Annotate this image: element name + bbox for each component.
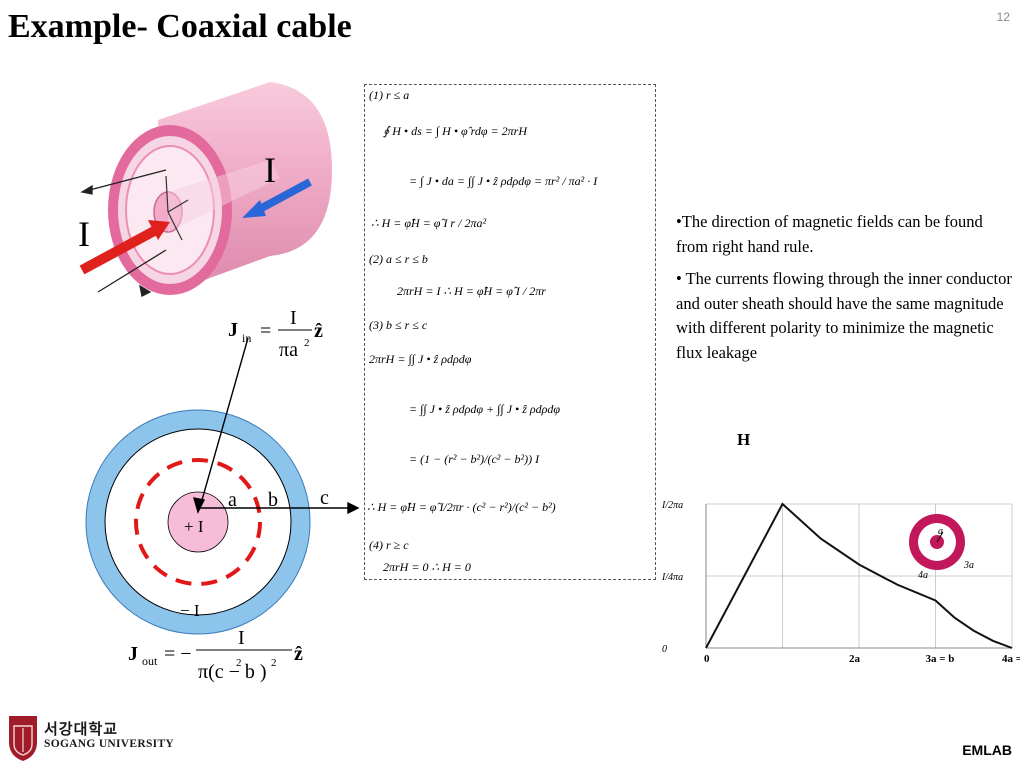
j-out-exponent-b: 2	[271, 657, 277, 669]
j-out-symbol: J	[128, 643, 138, 665]
derivation-equations: (1) r ≤ a ∮ H • ds = ∫ H • φ̂ rdφ = 2πrH…	[367, 88, 598, 574]
bullet-item: •The direction of magnetic fields can be…	[676, 212, 983, 256]
radius-arrows	[193, 337, 360, 515]
case1-heading: (1) r ≤ a	[369, 88, 409, 102]
j-in-zhat: ẑ	[314, 320, 323, 342]
y-tick-label: I/2πa	[661, 500, 683, 511]
current-arrow-blue	[242, 178, 312, 218]
case3-line2: = ∫∫ J • ẑ ρdρdφ + ∫∫ J • ẑ ρdρdφ	[409, 402, 560, 416]
j-out-equals: = −	[164, 643, 192, 665]
case1-line2: = ∫ J • da = ∫∫ J • ẑ ρdρdφ = πr² / πa² …	[409, 174, 598, 188]
current-arrow-red	[79, 220, 170, 275]
j-in-symbol: J	[228, 319, 238, 341]
h-field-chart: 0 2a 3a = b 4a = c 0 I/4πa I/2πa a 3a 4a	[661, 500, 1020, 665]
case2-line: 2πrH = I ∴ H = φ̂H = φ̂ I / 2πr	[397, 284, 546, 298]
inset-label-3a: 3a	[963, 560, 974, 571]
footer-lab-name: EMLAB	[962, 742, 1012, 758]
current-label-right: I	[264, 150, 276, 190]
j-in-formula: J in = I πa 2 ẑ	[228, 307, 323, 361]
j-out-formula: J out = − I π(c − b ) 2 2 ẑ	[128, 627, 303, 683]
j-out-numerator: I	[238, 627, 245, 649]
j-in-numerator: I	[290, 307, 297, 329]
label-plus-i: + I	[184, 517, 204, 536]
coax-cable-illustration: I I	[78, 82, 332, 297]
y-tick-label: 0	[662, 644, 667, 655]
chart-x-ticks: 0 2a 3a = b 4a = c	[704, 653, 1020, 665]
chart-axes	[705, 504, 1012, 649]
case4-line: 2πrH = 0 ∴ H = 0	[383, 560, 471, 574]
x-tick-label: 3a = b	[926, 653, 955, 665]
cross-section-diagram: J in = I πa 2 ẑ a b c + I − I J out = − …	[85, 307, 360, 683]
j-out-zhat: ẑ	[294, 643, 303, 665]
inset-label-a: a	[938, 526, 943, 537]
j-in-exponent: 2	[304, 337, 310, 349]
h-field-label: H	[737, 430, 751, 449]
x-tick-label: 2a	[849, 653, 861, 665]
label-minus-i: − I	[180, 601, 200, 620]
bullet-item: • The currents flowing through the inner…	[676, 269, 1012, 362]
case3-heading: (3) b ≤ r ≤ c	[369, 318, 428, 332]
chart-inset-coax: a 3a 4a	[909, 514, 974, 581]
x-tick-label: 4a = c	[1002, 653, 1020, 665]
h-field-curve	[705, 502, 1013, 649]
cable-body	[108, 82, 332, 295]
label-b: b	[268, 489, 278, 511]
case3-result: ∴ H = φ̂H = φ̂ I/2πr · (c² − r²)/(c² − b…	[367, 500, 556, 514]
label-c: c	[320, 487, 329, 509]
case3-line3: = (1 − (r² − b²)/(c² − b²)) I	[409, 452, 540, 466]
j-out-subscript: out	[142, 654, 158, 668]
cable-ends-arrows	[80, 169, 167, 297]
inner-conductor	[167, 491, 229, 553]
bullet-list: •The direction of magnetic fields can be…	[676, 210, 1016, 373]
university-name-english: SOGANG UNIVERSITY	[44, 738, 175, 750]
j-in-denominator: πa	[279, 339, 298, 361]
page-number: 12	[996, 10, 1010, 24]
j-in-equals: =	[260, 320, 271, 342]
label-a: a	[228, 489, 237, 511]
x-tick-label: 0	[704, 653, 710, 665]
inset-label-4a: 4a	[918, 570, 928, 581]
slide-title: Example- Coaxial cable	[8, 8, 352, 45]
j-out-denominator: π(c − b )	[198, 661, 267, 683]
sogang-shield-logo	[9, 716, 37, 761]
case4-heading: (4) r ≥ c	[369, 538, 409, 552]
case2-heading: (2) a ≤ r ≤ b	[369, 252, 428, 266]
cable-axis-lines	[165, 175, 189, 241]
chart-y-ticks: 0 I/4πa I/2πa	[661, 500, 683, 655]
j-out-exponent-c: 2	[236, 657, 242, 669]
y-tick-label: I/4πa	[661, 572, 683, 583]
derivation-box	[364, 84, 656, 580]
current-label-left: I	[78, 214, 90, 254]
amperian-loop	[134, 458, 262, 586]
university-name-korean: 서강대학교	[44, 720, 119, 738]
case3-line1: 2πrH = ∫∫ J • ẑ ρdρdφ	[369, 352, 472, 366]
case1-line1: ∮ H • ds = ∫ H • φ̂ rdφ = 2πrH	[383, 124, 528, 138]
j-in-subscript: in	[242, 331, 251, 345]
case1-result: ∴ H = φ̂H = φ̂ I r / 2πa²	[371, 216, 486, 230]
